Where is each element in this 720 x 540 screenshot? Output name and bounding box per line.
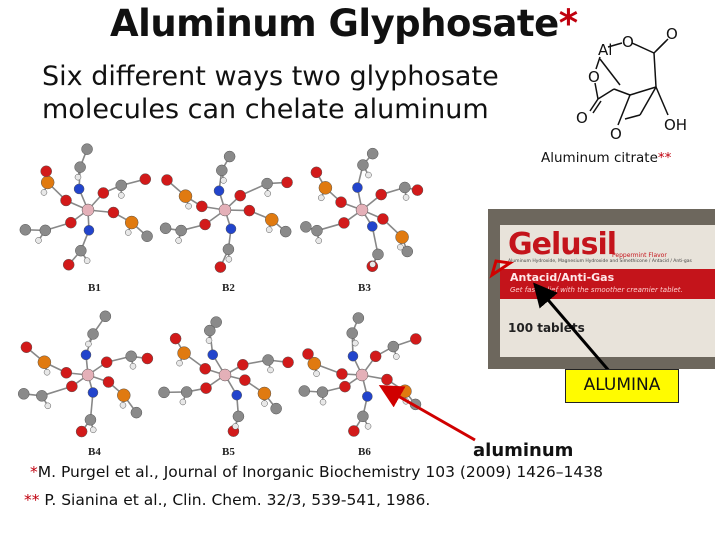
citrate-o-atom-2: O [666,25,678,43]
citrate-caption: Aluminum citrate** [541,150,672,166]
citrate-o-atom-5: O [610,125,622,143]
gelusil-box-photo: Gelusil Peppermint Flavor Aluminum Hydro… [488,209,715,369]
structure-label-b3: B3 [358,282,371,294]
product-tagline: Get fast relief with the smoother creami… [510,286,683,294]
product-count: 100 tablets [508,321,585,335]
title-footnote-marker: * [558,2,578,45]
citrate-o-atom-1: O [622,33,634,51]
citrate-o-atom-3: O [588,68,600,86]
molecule-b2 [159,150,293,273]
product-band-text: Antacid/Anti-Gas [510,271,615,284]
citrate-al-atom: Al [598,41,612,59]
citrate-oh-group: OH [664,116,687,134]
alumina-arrow [533,282,612,373]
structure-label-b1: B1 [88,282,101,294]
aluminum-callout: aluminum [473,440,574,461]
subtitle: Six different ways two glyphosate molecu… [42,60,499,126]
molecule-b5 [158,316,294,437]
alumina-callout: ALUMINA [565,369,679,403]
glyphosate-structures [17,143,424,438]
molecule-b4 [17,310,154,438]
molecule-b1 [19,143,153,271]
subtitle-line-2: molecules can chelate aluminum [42,94,489,125]
molecule-b3 [300,147,424,273]
structure-label-b5: B5 [222,446,235,458]
subtitle-line-1: Six different ways two glyphosate [42,61,499,92]
product-flavor: Peppermint Flavor [612,252,667,259]
aluminum-arrow [378,385,476,442]
structure-label-b4: B4 [88,446,101,458]
alumina-highlight-arrow [489,259,515,279]
reference-1: *M. Purgel et al., Journal of Inorganic … [30,463,603,481]
citrate-o-atom-4: O [576,109,588,127]
product-ingredients: Aluminum Hydroxide, Magnesium Hydroxide … [508,259,692,264]
page-title: Aluminum Glyphosate* [110,2,578,45]
aluminum-citrate-structure: Al O O O O O OH [576,25,687,143]
structure-label-b2: B2 [222,282,235,294]
structure-label-b6: B6 [358,446,371,458]
reference-2: ** P. Sianina et al., Clin. Chem. 32/3, … [24,491,431,509]
product-brand: Gelusil [508,227,617,262]
